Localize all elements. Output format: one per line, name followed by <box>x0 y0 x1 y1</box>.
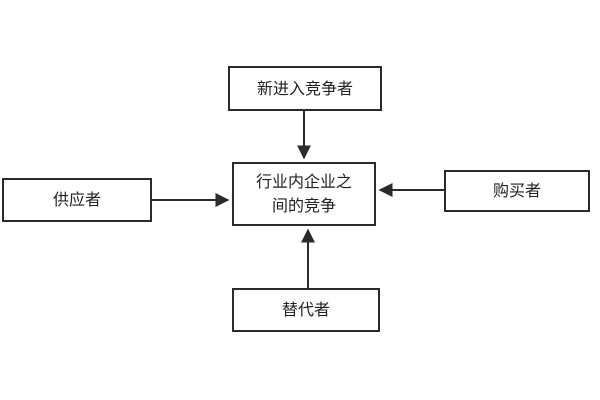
node-new-entrants-label: 新进入竞争者 <box>256 78 353 98</box>
node-buyers: 购买者 <box>444 170 590 212</box>
node-suppliers-label: 供应者 <box>52 190 101 209</box>
node-new-entrants: 新进入竞争者 <box>228 66 382 111</box>
node-substitutes: 替代者 <box>232 288 380 332</box>
node-buyers-label: 购买者 <box>492 181 541 200</box>
node-industry-rivalry: 行业内企业之 间的竞争 <box>232 162 376 226</box>
node-substitutes-label: 替代者 <box>281 300 330 319</box>
node-industry-rivalry-label: 行业内企业之 间的竞争 <box>255 172 352 215</box>
node-suppliers: 供应者 <box>2 178 152 222</box>
